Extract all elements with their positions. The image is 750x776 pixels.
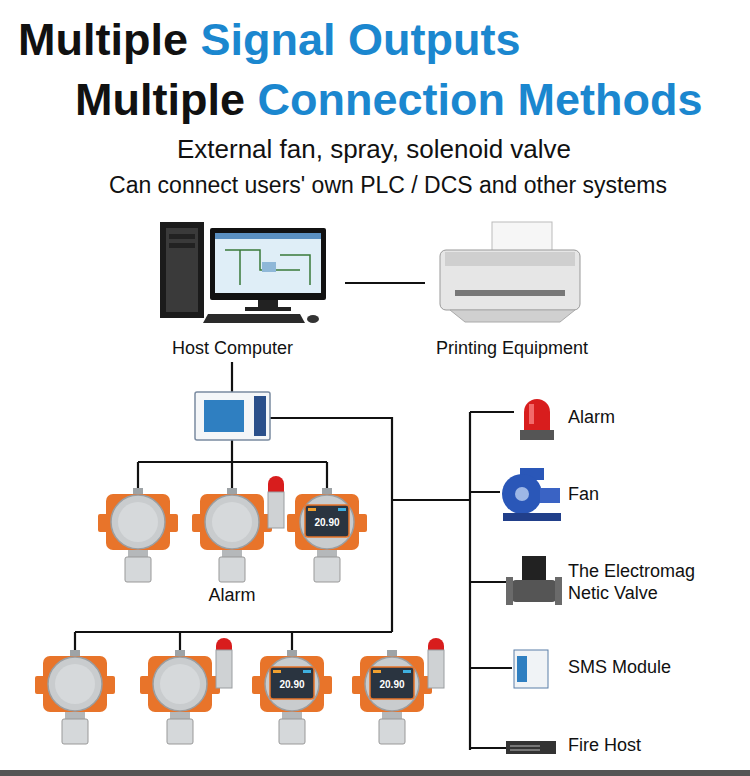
host-computer-icon [258,300,278,308]
alarm-light-icon [529,404,534,424]
display-reading-holder: 20.90 [379,674,404,692]
host-computer: Host Computer [120,218,345,360]
printer-icon [440,250,580,310]
beacon-pole [428,650,444,688]
subtitle-holder: Can connect users' own PLC / DCS and oth… [109,172,667,200]
node-label: The Electromag Netic Valve [568,561,722,604]
heading-word: Multiple [18,14,188,65]
heading-line: Multiple Connection Methods [75,74,703,126]
solenoid-valve-icon [506,577,513,605]
printer-icon [445,252,575,266]
output-device: Alarm [568,407,620,429]
subtitle-holder: External fan, spray, solenoid valve [177,134,571,165]
sms-module-icon [517,656,527,682]
node-label: Fire Host [568,735,641,757]
heading-word: Signal Outputs [201,14,521,65]
printer-icon [492,222,552,254]
sms-module-icon [514,650,548,688]
beacon-pole [268,492,284,528]
alarm-light-icon [520,399,554,440]
group-label-holder: Alarm [208,585,255,607]
host-computer-icon [245,307,291,311]
host-computer-icon [169,234,195,239]
solenoid-valve-icon [506,556,562,605]
beacon-pole [216,476,444,688]
output-device: Fire Host [568,735,646,757]
subtitle: Can connect users' own PLC / DCS and oth… [109,172,667,198]
group-label: Alarm [208,585,255,605]
output-device: SMS Module [568,657,676,679]
heading-word: Connection Methods [258,74,703,125]
gas-detector [287,488,367,582]
connector [345,282,425,284]
sms-module-icon [514,650,548,688]
node-label: SMS Module [568,657,671,679]
output-device: Fan [568,484,604,506]
node-label: Host Computer [172,338,293,360]
fan-icon [515,487,529,501]
host-computer-icon [215,233,321,293]
beacon-pole [428,638,444,650]
host-computer-icon [160,222,326,323]
display-reading-holder: 20.90 [279,674,304,692]
host-computer-icon [166,228,198,312]
node-label: Alarm [568,407,615,429]
fan-icon [502,468,561,521]
printer-icon [455,290,565,296]
output-device: The Electromag Netic Valve [568,561,722,604]
host-computer-icon [262,262,276,272]
fire-host-icon [510,745,540,747]
wire [75,362,514,750]
beacon-pole [216,638,232,650]
fan-icon [503,513,561,521]
alarm-light-icon [520,430,554,440]
display-reading: 20.90 [314,517,339,528]
solenoid-valve-icon [512,580,556,602]
controller-module [204,400,244,432]
subtitle: External fan, spray, solenoid valve [177,134,571,164]
host-computer-icon [225,250,310,285]
fire-host-icon [506,741,556,754]
wire [231,362,233,392]
gas-detector [35,650,115,744]
controller-module [254,396,266,436]
display-reading: 20.90 [379,679,404,690]
node-label: Printing Equipment [436,338,588,360]
controller-module [195,392,270,440]
fire-host-icon [510,749,540,751]
fire-host-icon [506,741,556,754]
beacon-pole [216,650,232,688]
gas-detector [140,650,220,744]
bottom-bar [0,770,750,776]
beacon-pole [268,476,284,492]
node-label: Fan [568,484,599,506]
host-computer-icon [210,228,326,300]
gas-detector [252,650,332,744]
printer-icon [450,310,575,322]
printing-equipment: Printing Equipment [425,218,599,360]
solenoid-valve-icon [555,577,562,605]
wire [138,440,327,488]
heading-word: Multiple [75,74,245,125]
host-computer-icon [160,222,204,318]
gas-detector [35,488,432,744]
fan-icon [502,474,542,514]
heading-line: Multiple Signal Outputs [18,14,521,66]
gas-detector [352,650,432,744]
printer-icon [440,222,580,322]
host-computer-icon [169,243,195,248]
display-reading-holder: 20.90 [314,512,339,530]
host-computer-icon [203,314,305,323]
alarm-light-icon [524,399,550,430]
wire [75,418,392,650]
fan-icon [540,488,560,503]
display-reading: 20.90 [279,679,304,690]
solenoid-valve-icon [522,556,546,582]
controller-module [195,392,270,440]
host-computer-icon [215,233,321,239]
host-computer-icon [307,315,319,323]
gas-detector [98,488,178,582]
gas-detector [192,488,272,582]
